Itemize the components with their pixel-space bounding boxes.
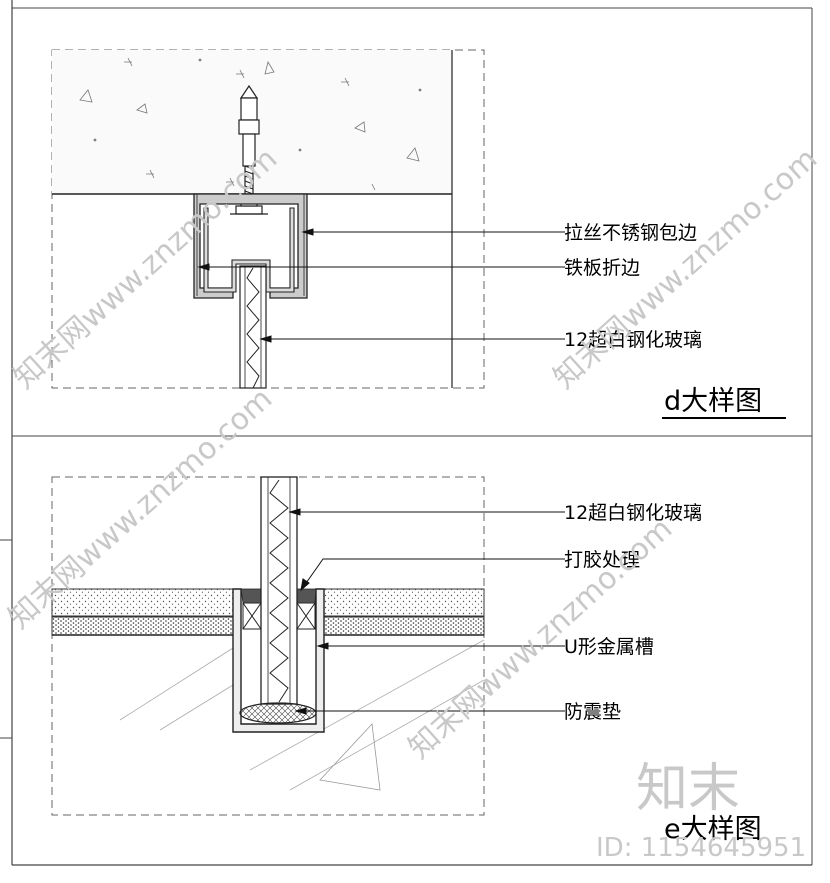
label-sealant: 打胶处理 (564, 549, 640, 571)
floor-finish-layers (51, 588, 485, 636)
drawing-frame (0, 0, 813, 866)
watermark-id: ID: 1154645951 (596, 833, 806, 863)
detail-d-leaders (197, 228, 565, 343)
label-glass-e: 12超白钢化玻璃 (564, 502, 702, 524)
label-u-channel: U形金属槽 (564, 636, 654, 658)
detail-d-title: d大样图 (664, 386, 762, 417)
detail-e-title: e大样图 (664, 814, 762, 845)
setting-blocks (242, 602, 316, 630)
detail-e: 12超白钢化玻璃 打胶处理 U形金属槽 防震垫 e大样图 (51, 476, 762, 845)
anti-vibration-pad (239, 702, 317, 724)
watermark-brand: 知末 (636, 759, 740, 819)
sealant-bead (240, 588, 317, 604)
tempered-glass-panel (239, 265, 267, 389)
label-iron-fold: 铁板折边 (564, 257, 640, 279)
label-pad: 防震垫 (564, 701, 621, 723)
tempered-glass-panel-e (260, 476, 298, 705)
iron-folded-plate (203, 207, 295, 293)
detail-e-leaders (288, 508, 565, 715)
label-stainless-trim: 拉丝不锈钢包边 (564, 222, 697, 244)
substrate-hatch (119, 639, 485, 791)
concrete-aggregate (79, 57, 422, 191)
stainless-steel-trim (193, 193, 308, 299)
detail-d: 拉丝不锈钢包边 铁板折边 12超白钢化玻璃 d大样图 (51, 49, 786, 419)
label-glass-d: 12超白钢化玻璃 (564, 329, 702, 351)
